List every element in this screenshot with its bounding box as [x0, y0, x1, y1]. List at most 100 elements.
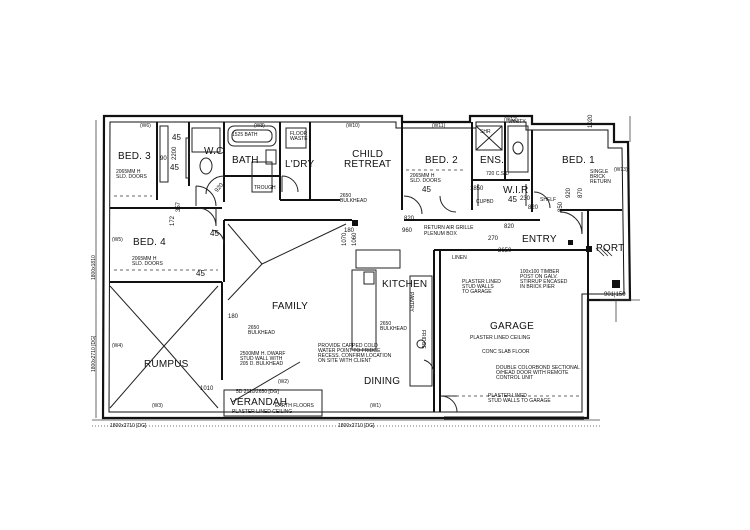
wet-area-fixtures: [159, 125, 529, 193]
room-label-kitchen: KITCHEN: [382, 279, 428, 290]
room-label-bath: BATH: [232, 155, 259, 166]
window-tag-w4: (W4): [112, 343, 123, 349]
window-size-left-1: 1800x1810: [91, 255, 97, 280]
window-tag-w11: (W11): [432, 123, 446, 129]
room-label-wir: W.I.R: [503, 185, 529, 196]
kitchen-benches: [351, 249, 433, 387]
window-tag-w5: (W5): [112, 237, 123, 243]
dim-1020: 1020: [588, 114, 594, 128]
note-trough: TROUGH: [254, 185, 276, 191]
room-label-garage: GARAGE: [490, 321, 534, 332]
dim-45-f: 45: [508, 195, 517, 204]
note-timber-post: 100x100 TIMBER POST ON GALV. STIRRUP ENC…: [520, 269, 568, 290]
room-label-bed2: BED. 2: [425, 155, 458, 166]
room-label-port: PORT: [596, 243, 625, 254]
note-stud-wall: 2500MM H. DWARF STUD WALL WITH 205 D. BU…: [240, 351, 286, 367]
dim-850: 850: [558, 201, 564, 212]
note-bulkhead-3: 2650 BULKHEAD: [380, 321, 407, 332]
note-plaster-garage: PLASTER LINED STUD WALLS TO GARAGE: [462, 279, 501, 295]
room-label-verandah: VERANDAH: [230, 397, 288, 408]
note-cupboard: CUPBD: [476, 199, 494, 205]
dim-1010: 1010: [200, 386, 214, 392]
note-slab-floor: CONC SLAB FLOOR: [482, 349, 530, 355]
dim-45-e: 45: [210, 229, 219, 238]
note-wir-size: 720 C.S.D: [486, 171, 510, 177]
dim-180: 180: [228, 314, 239, 320]
dim-960: 960: [402, 228, 413, 234]
dim-1070: 1070: [342, 232, 348, 246]
note-shelf: SHELF: [540, 197, 557, 203]
note-single-brick: SINGLE BRICK RETURN: [590, 169, 611, 185]
room-label-bed4: BED. 4: [133, 237, 166, 248]
window-tag-w6: (W6): [140, 123, 151, 129]
robe-lines: [114, 169, 527, 271]
dim-357: 357: [176, 201, 182, 212]
note-verandah-earth: EARTH FLOORS: [275, 403, 314, 409]
room-label-child-retreat: CHILD RETREAT: [344, 149, 392, 170]
window-size-bottom-1: 1800x2710 [DG]: [110, 423, 147, 429]
note-garage-ceiling: PLASTER LINED CEILING: [470, 335, 531, 341]
room-label-rumpus: RUMPUS: [144, 359, 189, 370]
note-plenum: PLENUM BOX: [424, 231, 457, 237]
room-label-family: FAMILY: [272, 301, 309, 312]
window-tag-w3: (W3): [152, 403, 163, 409]
dimension-lines: [92, 116, 640, 427]
room-label-bed3: BED. 3: [118, 151, 151, 162]
note-ens-shower: SHR: [480, 129, 491, 135]
window-tag-w10: (W10): [346, 123, 360, 129]
note-doors-bed3: 2065MM H SLD. DOORS: [116, 169, 147, 180]
dim-172: 172: [170, 215, 176, 226]
stair-step: [595, 247, 613, 257]
dim-2200: 2200: [172, 146, 178, 160]
ceiling-hip-lines: [109, 223, 347, 409]
dim-45-d: 45: [196, 269, 205, 278]
dim-820b: 820: [528, 205, 539, 211]
room-label-wc: W.C: [204, 146, 224, 157]
dim-1850: 1850: [470, 186, 484, 192]
note-fridge-tap: PROVIDE CAPPED COLD WATER POINT TO FRIDG…: [318, 343, 392, 364]
dim-270: 270: [488, 236, 499, 242]
note-plaster-lined: PLASTER LINED STUD WALLS TO GARAGE: [488, 393, 551, 404]
window-tag-w13: (W13): [614, 167, 628, 173]
note-ens-vanity: VANITY: [508, 119, 526, 125]
note-bulkhead-1: 2650 BULKHEAD: [340, 193, 367, 204]
note-bath-size: 1525 BATH: [232, 132, 258, 138]
window-tag-w8: (W8): [254, 123, 265, 129]
window-size-bottom-2: 1800x2710 [DG]: [338, 423, 375, 429]
window-tag-w2: (W2): [278, 379, 289, 385]
note-return-grille: RETURN AIR GRILLE: [424, 225, 474, 231]
note-pantry: PANTRY: [408, 292, 414, 312]
dim-820: 820: [404, 216, 415, 222]
room-label-ldry: L'DRY: [285, 159, 315, 170]
note-bulkhead-2: 2650 BULKHEAD: [248, 325, 275, 336]
verandah-ceiling-outline: [223, 389, 323, 417]
room-label-dining: DINING: [364, 376, 401, 387]
porch-pillars: [352, 220, 620, 288]
dim-2650: 2650: [498, 248, 512, 254]
note-doors-bed4: 2065MM H SLD. DOORS: [132, 256, 163, 267]
window-tag-w12: (W12): [504, 117, 518, 123]
note-verandah-ceiling: PLASTER LINED CEILING: [232, 409, 293, 415]
internal-walls: [110, 122, 622, 412]
note-sectional-door: DOUBLE COLORBOND SECTIONAL O/HEAD DOOR W…: [496, 365, 580, 381]
dim-180b: 180: [344, 228, 355, 234]
note-doors-bed2: 2065MM H SLD. DOORS: [410, 173, 441, 184]
dim-45-c: 45: [422, 185, 431, 194]
dim-1060: 1060: [352, 232, 358, 246]
dim-230: 230: [520, 196, 531, 202]
window-size-left-2: 1800x2710 [DG]: [91, 335, 97, 372]
dim-920: 920: [566, 187, 572, 198]
note-floor-waste: FLOOR WASTE: [290, 131, 308, 142]
dim-901-150: 901|150: [604, 292, 626, 298]
external-walls: [101, 114, 632, 420]
door-swings: [195, 175, 583, 413]
room-label-ens: ENS.: [480, 155, 505, 166]
dim-820c: 820: [504, 224, 515, 230]
note-fridge: FRIDGE: [420, 330, 426, 349]
room-label-bed1: BED. 1: [562, 155, 595, 166]
note-linen: LINEN: [452, 255, 467, 261]
dim-870: 870: [578, 187, 584, 198]
dim-45-b: 45: [170, 163, 179, 172]
window-tag-w1: (W1): [370, 403, 381, 409]
